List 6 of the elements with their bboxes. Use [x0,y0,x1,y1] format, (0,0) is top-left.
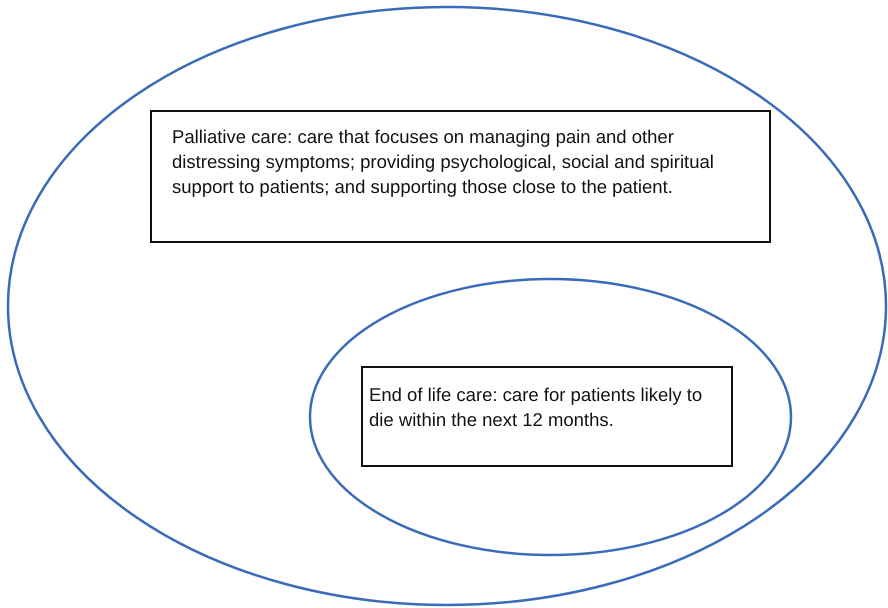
ellipse-outline [7,6,887,606]
definition-text: End of life care: care for patients likely to die within the next 12 months. [369,383,704,432]
definition-box [361,366,733,467]
ellipse-outline [309,278,792,556]
definition-box [150,110,771,243]
definition-text: Palliative care: care that focuses on managing pain and other distressing symptoms; providing psychological, social and spiritual support to patients; and supporting those close to the patient. [172,125,715,199]
